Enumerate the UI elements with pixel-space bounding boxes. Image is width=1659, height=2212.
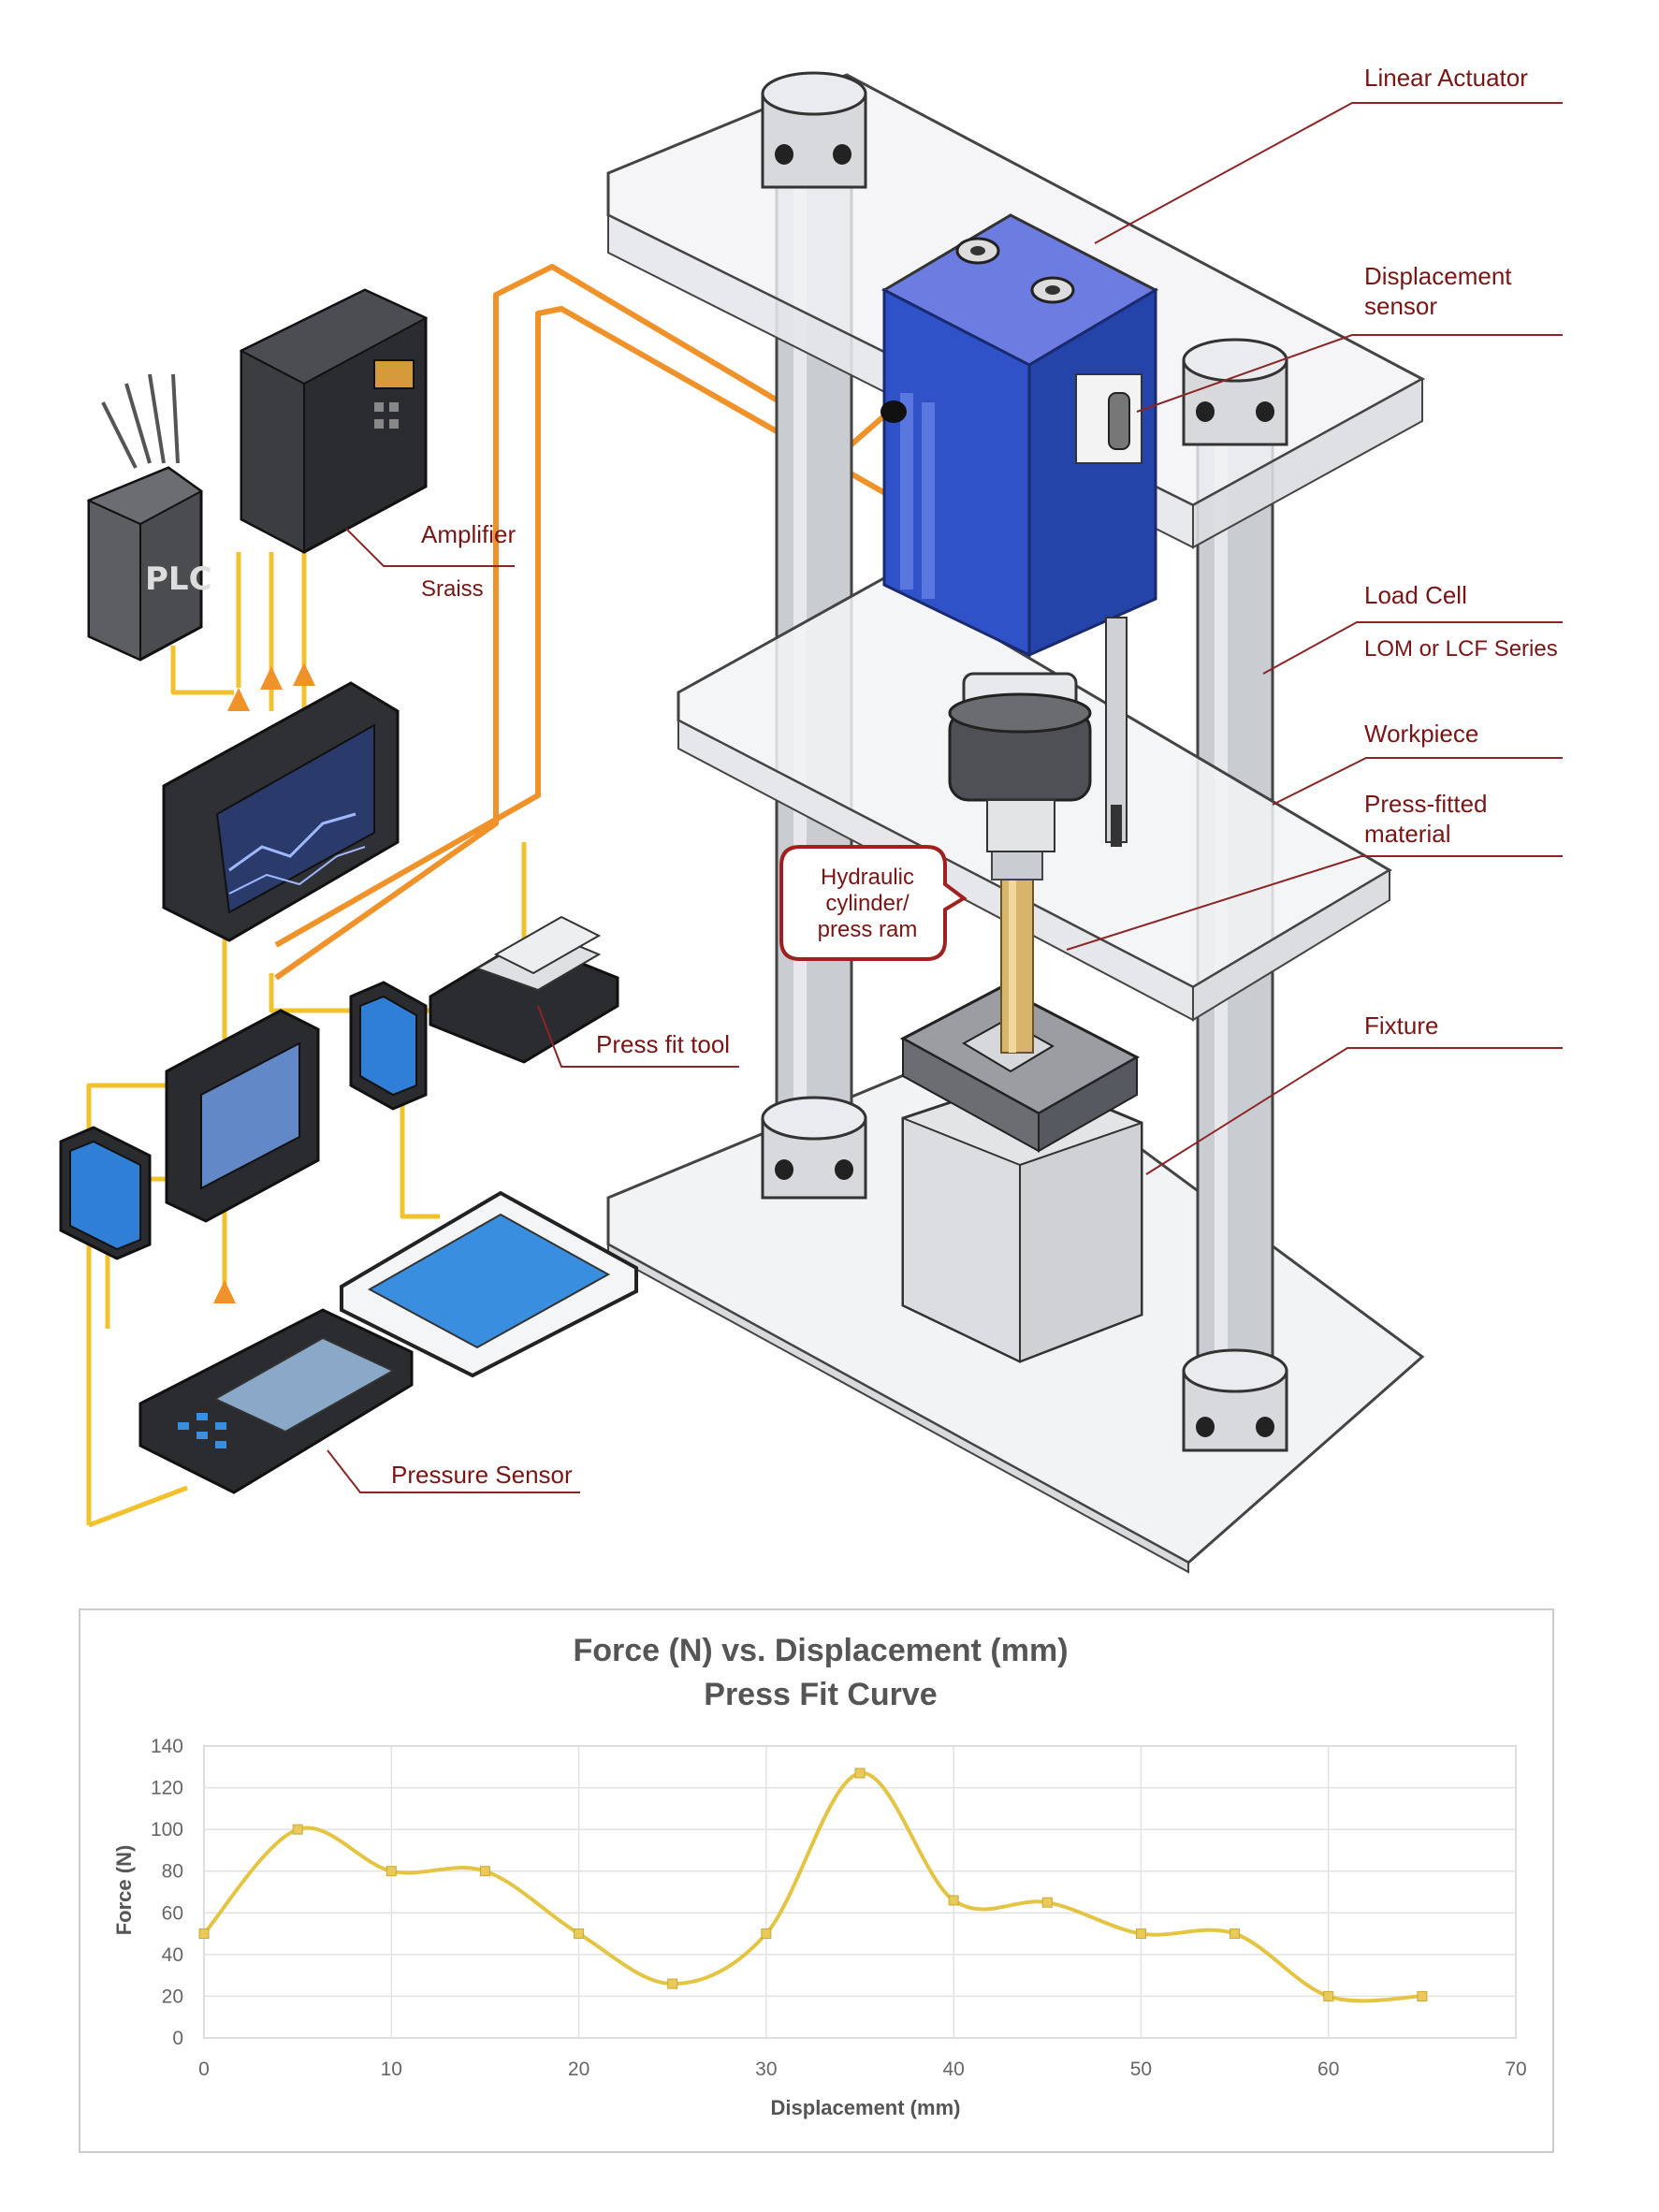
force-displacement-chart: Force (N) vs. Displacement (mm) Press Fi…: [79, 1608, 1554, 2153]
x-tick-label: 0: [198, 2059, 210, 2080]
data-point: [948, 1895, 959, 1906]
press-ram: [1000, 869, 1034, 1054]
label-press-fit-tool: Press fit tool: [596, 1030, 730, 1058]
chart-subtitle: Press Fit Curve: [704, 1677, 937, 1712]
label-fixture: Fixture: [1364, 1011, 1438, 1040]
chart-xlabel: Displacement (mm): [771, 2096, 961, 2119]
y-tick-label: 60: [162, 1902, 183, 1924]
callout-line1: Hydraulic: [821, 865, 914, 890]
label-pressure-sensor: Pressure Sensor: [391, 1461, 573, 1489]
y-tick-label: 140: [151, 1736, 183, 1757]
component-labels: Linear Actuator Displacement sensor Load…: [391, 64, 1558, 1489]
blue-sensor-left: [59, 1126, 152, 1260]
x-tick-label: 70: [1505, 2059, 1526, 2080]
data-point: [1323, 1990, 1334, 2001]
data-point: [479, 1866, 490, 1877]
plc-module: PLC: [86, 373, 212, 662]
label-load-cell-series: LOM or LCF Series: [1364, 636, 1558, 662]
y-tick-label: 120: [151, 1778, 183, 1799]
chart-frame: [79, 1608, 1554, 2153]
pointer-arrows: [213, 662, 315, 1303]
x-tick-label: 60: [1317, 2059, 1339, 2080]
displacement-sensor: [1075, 373, 1142, 847]
label-linear-actuator: Linear Actuator: [1364, 64, 1528, 92]
leader-lines: [327, 102, 1563, 1493]
callout-line2: cylinder/: [825, 891, 910, 916]
data-point: [854, 1768, 866, 1779]
column-caps: [761, 71, 1288, 1452]
chart-title: Force (N) vs. Displacement (mm): [573, 1633, 1068, 1668]
data-point: [198, 1928, 210, 1940]
amplifier-unit: [239, 288, 429, 554]
label-amplifier-series: Sraiss: [421, 576, 484, 602]
blue-sensor-right: [349, 981, 428, 1111]
callout-line3: press ram: [818, 917, 918, 942]
data-point: [386, 1866, 397, 1877]
x-tick-label: 20: [568, 2059, 589, 2080]
x-tick-label: 40: [942, 2059, 964, 2080]
y-tick-label: 40: [162, 1944, 183, 1966]
data-point: [1135, 1928, 1146, 1940]
x-tick-label: 10: [381, 2059, 402, 2080]
data-point: [1230, 1928, 1241, 1940]
label-displacement-line1: Displacement: [1364, 262, 1512, 290]
plc-label: PLC: [145, 560, 212, 598]
x-tick-label: 30: [755, 2059, 777, 2080]
press-frame: [606, 71, 1426, 1574]
series-points: [198, 1768, 1428, 2001]
label-displacement-line2: sensor: [1364, 292, 1437, 320]
data-point: [1041, 1897, 1053, 1908]
fixture-block: [901, 1074, 1143, 1363]
hmi-display: [165, 1009, 320, 1223]
tablet-device: [340, 1190, 638, 1378]
data-point: [574, 1928, 585, 1940]
load-cell: [948, 672, 1092, 852]
x-tick-label: 50: [1130, 2059, 1152, 2080]
data-point: [292, 1824, 303, 1835]
pressure-sensor-device: [138, 1308, 414, 1494]
data-point: [1417, 1990, 1428, 2001]
chart-y-ticks: 0 20 40 60 80 100 120 140: [151, 1736, 183, 2049]
controller-monitor: [162, 681, 400, 942]
label-workpiece: Workpiece: [1364, 720, 1478, 748]
y-tick-label: 0: [172, 2028, 183, 2049]
label-amplifier: Amplifier: [421, 520, 516, 548]
label-press-fitted-line1: Press-fitted: [1364, 790, 1488, 818]
chart-grid: [203, 1745, 1517, 2039]
y-tick-label: 20: [162, 1986, 183, 2007]
press-fit-tool-device: [429, 915, 619, 1064]
data-point: [667, 1978, 678, 1989]
data-point: [761, 1928, 772, 1940]
y-tick-label: 80: [162, 1861, 183, 1883]
label-load-cell: Load Cell: [1364, 581, 1467, 609]
chart-ylabel: Force (N): [112, 1845, 136, 1936]
chart-x-ticks: 0 10 20 30 40 50 60 70: [198, 2059, 1527, 2080]
label-press-fitted-line2: material: [1364, 820, 1450, 848]
hydraulic-callout: Hydraulic cylinder/ press ram: [779, 845, 968, 961]
y-tick-label: 100: [151, 1819, 183, 1841]
